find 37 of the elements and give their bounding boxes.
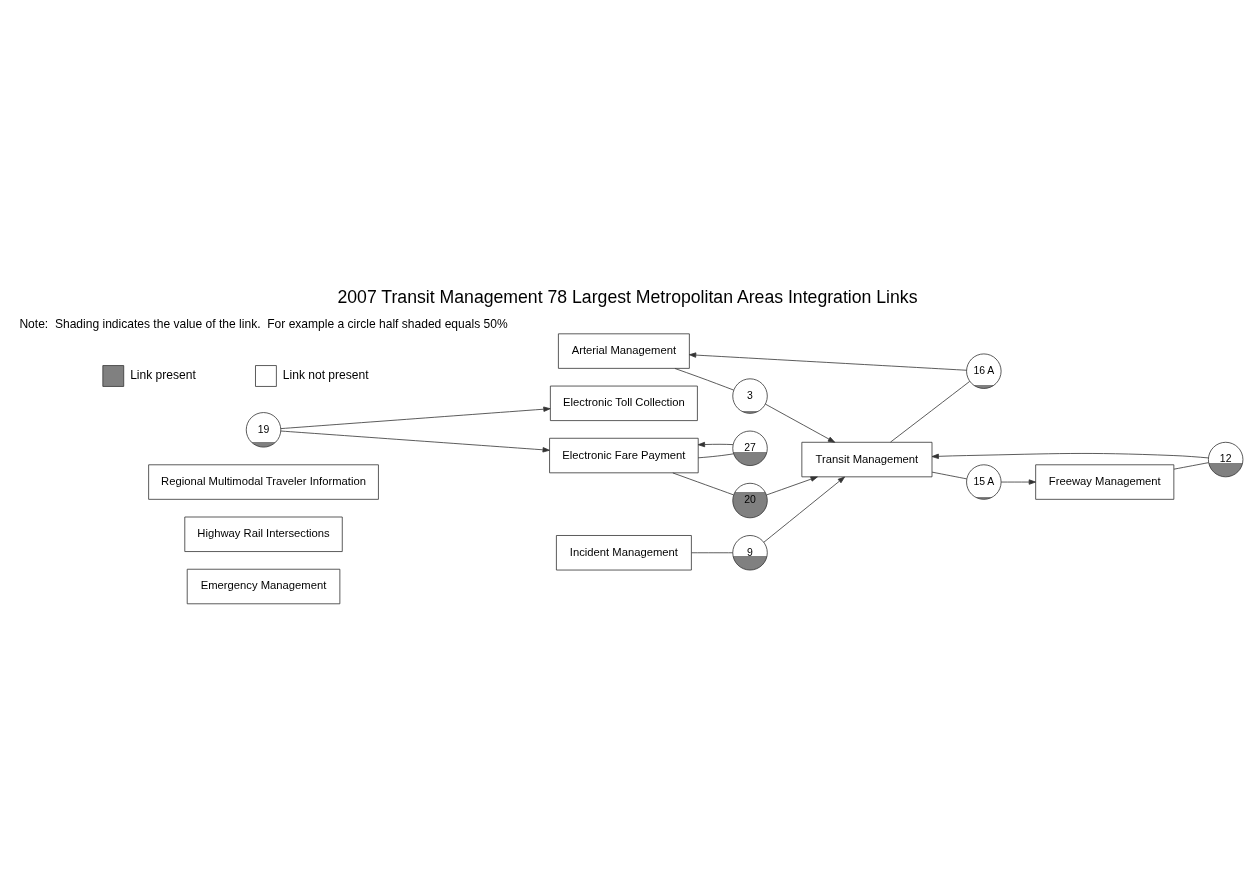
node-circle: 19 [245,411,282,447]
node-box: Freeway Management [1035,463,1175,500]
node-box: Arterial Management [558,332,690,369]
node-box: Electronic Toll Collection [549,385,698,421]
arrow [697,441,734,447]
node-circle: 3 [732,377,768,414]
diagram-title: 2007 Transit Management 78 Largest Metropolitan Areas Integration Links [337,286,918,307]
node-circle: 9 [732,534,768,570]
node-circle: 20 [732,482,768,518]
node-box: Regional Multimodal Traveler Information [148,463,379,500]
connector [931,471,968,479]
arrow [688,351,967,371]
arrow [280,430,550,452]
connector [672,472,734,495]
node-box: Incident Management [556,534,692,570]
label: Note: Shading indicates the value of the link. For example a circle half shaded equals 50% [19,316,508,331]
node-box: Electronic Fare Payment [549,437,699,473]
arrow [931,452,1209,459]
arrow [280,406,551,429]
arrow [763,476,845,543]
arrow [766,476,818,495]
node-circle: 15 A [966,463,1002,500]
node-box: Transit Management [801,441,933,477]
legend-label: Link not present [282,367,369,382]
connector [1173,461,1209,470]
node-circle: 16 A [966,353,1002,389]
connector [697,452,734,458]
legend-label: Link present [130,367,196,382]
arrow [765,403,836,443]
connector [890,380,971,442]
node-circle: 27 [732,430,768,466]
node-circle: 12 [1208,441,1244,477]
node-box: Emergency Management [186,568,341,604]
connector [691,551,734,553]
node-box: Highway Rail Intersections [184,516,343,552]
arrow [1000,478,1036,485]
connector [674,367,735,390]
